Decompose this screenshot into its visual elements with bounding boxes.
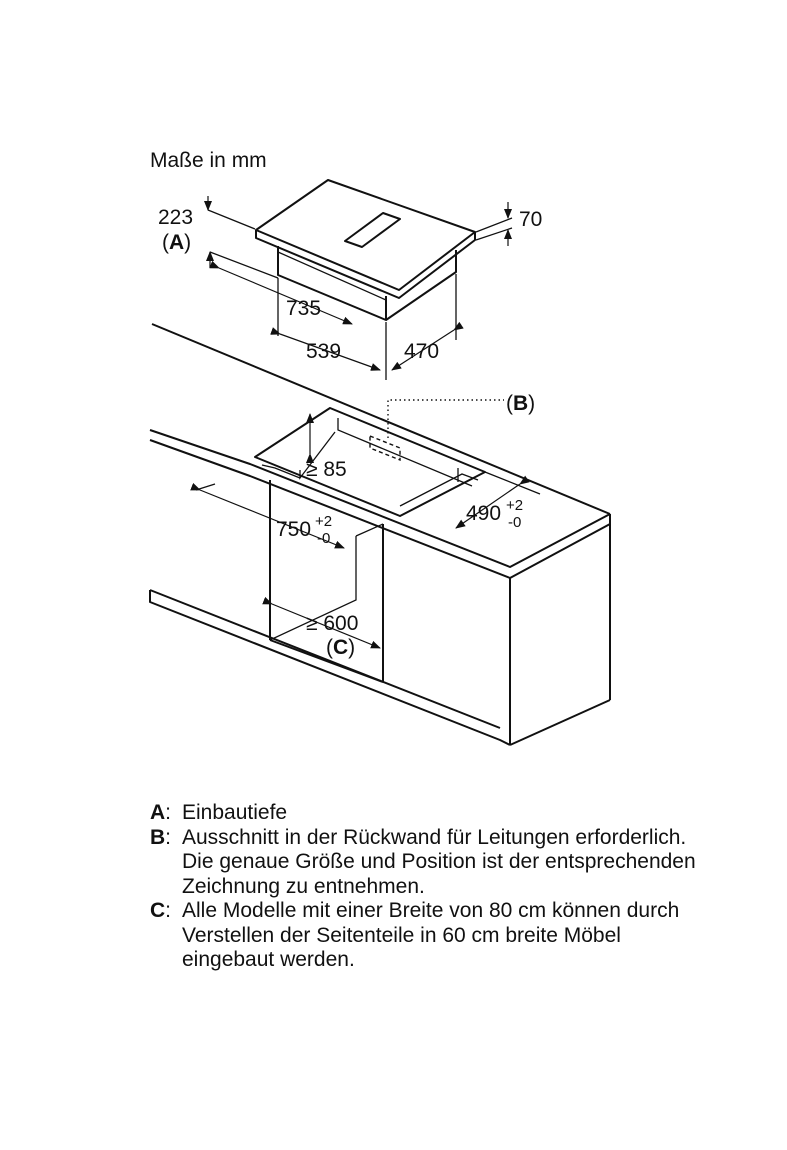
legend-key-a: A	[150, 801, 166, 824]
dim-600: ≥ 600	[306, 612, 358, 635]
countertop-back-edge	[151, 323, 611, 515]
dim-85: ≥ 85	[306, 458, 347, 481]
cooktop-glass	[255, 179, 476, 291]
dim-750: 750	[276, 518, 311, 541]
cooktop-edge	[255, 230, 476, 299]
countertop-cutout	[254, 407, 486, 517]
rear-wall-opening	[369, 434, 401, 462]
label-b: (B)	[506, 392, 535, 415]
countertop-front-lower	[149, 439, 611, 579]
units-label: Maße in mm	[150, 149, 267, 172]
vent-slot	[344, 212, 401, 248]
countertop-drawing	[149, 323, 611, 746]
legend-text-b: Ausschnitt in der Rückwand für Leitungen…	[182, 825, 696, 898]
legend-text-a: Einbautiefe	[182, 801, 288, 824]
legend-key-c: C	[150, 899, 166, 922]
dim-735: 735	[286, 297, 321, 320]
legend-item-c: C: Alle Modelle mit einer Breite von 80 …	[150, 899, 710, 973]
dim-223: 223	[158, 206, 193, 229]
dim-490-tol-plus: +2	[506, 497, 523, 514]
countertop-front-edge	[149, 429, 611, 568]
installation-diagram: Maße in mm 223 (A) 70 735 539 470 (B) ≥ …	[149, 149, 611, 746]
dim-539: 539	[306, 340, 341, 363]
label-b-leader	[387, 399, 504, 438]
legend-key-b: B	[150, 825, 166, 849]
legend: A: Einbautiefe B: Ausschnitt in der Rück…	[150, 801, 710, 973]
legend-item-b: B: Ausschnitt in der Rückwand für Leitun…	[150, 826, 710, 900]
dim-70: 70	[519, 208, 542, 231]
dim-490: 490	[466, 502, 501, 525]
cooktop-dimensions	[204, 196, 513, 380]
dim-470: 470	[404, 340, 439, 363]
dim-750-tol-plus: +2	[315, 513, 332, 530]
label-c: (C)	[326, 636, 355, 659]
label-a: (A)	[162, 231, 191, 254]
legend-text-c: Alle Modelle mit einer Breite von 80 cm …	[182, 899, 680, 971]
dim-490-tol-minus: -0	[508, 514, 521, 531]
countertop-dimensions	[190, 413, 541, 649]
cooktop-body-side	[385, 250, 457, 321]
dim-750-tol-minus: -0	[317, 530, 330, 547]
legend-item-a: A: Einbautiefe	[150, 801, 710, 826]
